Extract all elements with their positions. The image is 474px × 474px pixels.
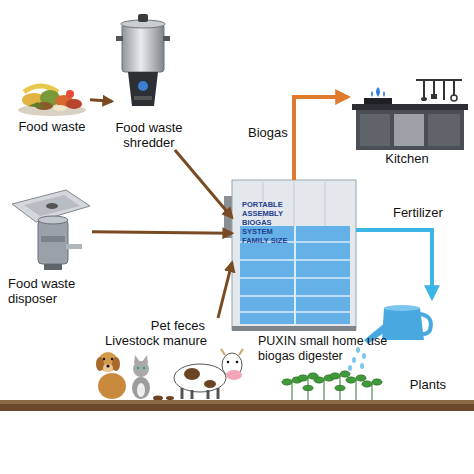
ground-top [0, 400, 474, 404]
kitchen-illustration [352, 80, 468, 150]
shredder-illustration [116, 14, 170, 106]
food-waste-illustration [18, 86, 86, 116]
animals-node: Pet fecesLivestock manure [95, 318, 245, 400]
edge-label: Fertilizer [393, 205, 443, 220]
node-label: Plants [410, 377, 446, 392]
plants-node: Plants [280, 298, 466, 400]
animals-illustration [96, 349, 243, 401]
flow-arrow [90, 100, 112, 101]
node-label: Livestock manure [105, 333, 207, 348]
node-label: Pet feces [151, 318, 205, 333]
shredder-node: Food waste shredder [112, 8, 186, 150]
food-waste-node: Food waste [14, 78, 90, 134]
ground [0, 404, 474, 411]
disposer-node: Food waste disposer [8, 188, 92, 306]
node-label: Food waste disposer [8, 276, 92, 306]
digester-illustration [224, 180, 356, 331]
flow-arrow [218, 263, 232, 319]
node-label: PUXIN small home use biogas digester [258, 334, 400, 364]
plants-illustration [282, 371, 382, 400]
flow-arrow [356, 230, 432, 298]
flow-arrow [92, 232, 232, 234]
flow-arrow [294, 97, 348, 180]
flow-arrow [175, 150, 232, 218]
digester-print: PORTABLE ASSEMBLY BIOGAS SYSTEM FAMILY S… [242, 200, 296, 245]
kitchen-node: Kitchen [348, 78, 466, 166]
node-label: Kitchen [348, 151, 466, 166]
node-label: Food waste [4, 119, 100, 134]
node-label: Food waste shredder [112, 120, 186, 150]
disposer-illustration [12, 190, 90, 270]
digester-node: PORTABLE ASSEMBLY BIOGAS SYSTEM FAMILY S… [232, 180, 356, 330]
edge-label: Biogas [248, 125, 288, 140]
